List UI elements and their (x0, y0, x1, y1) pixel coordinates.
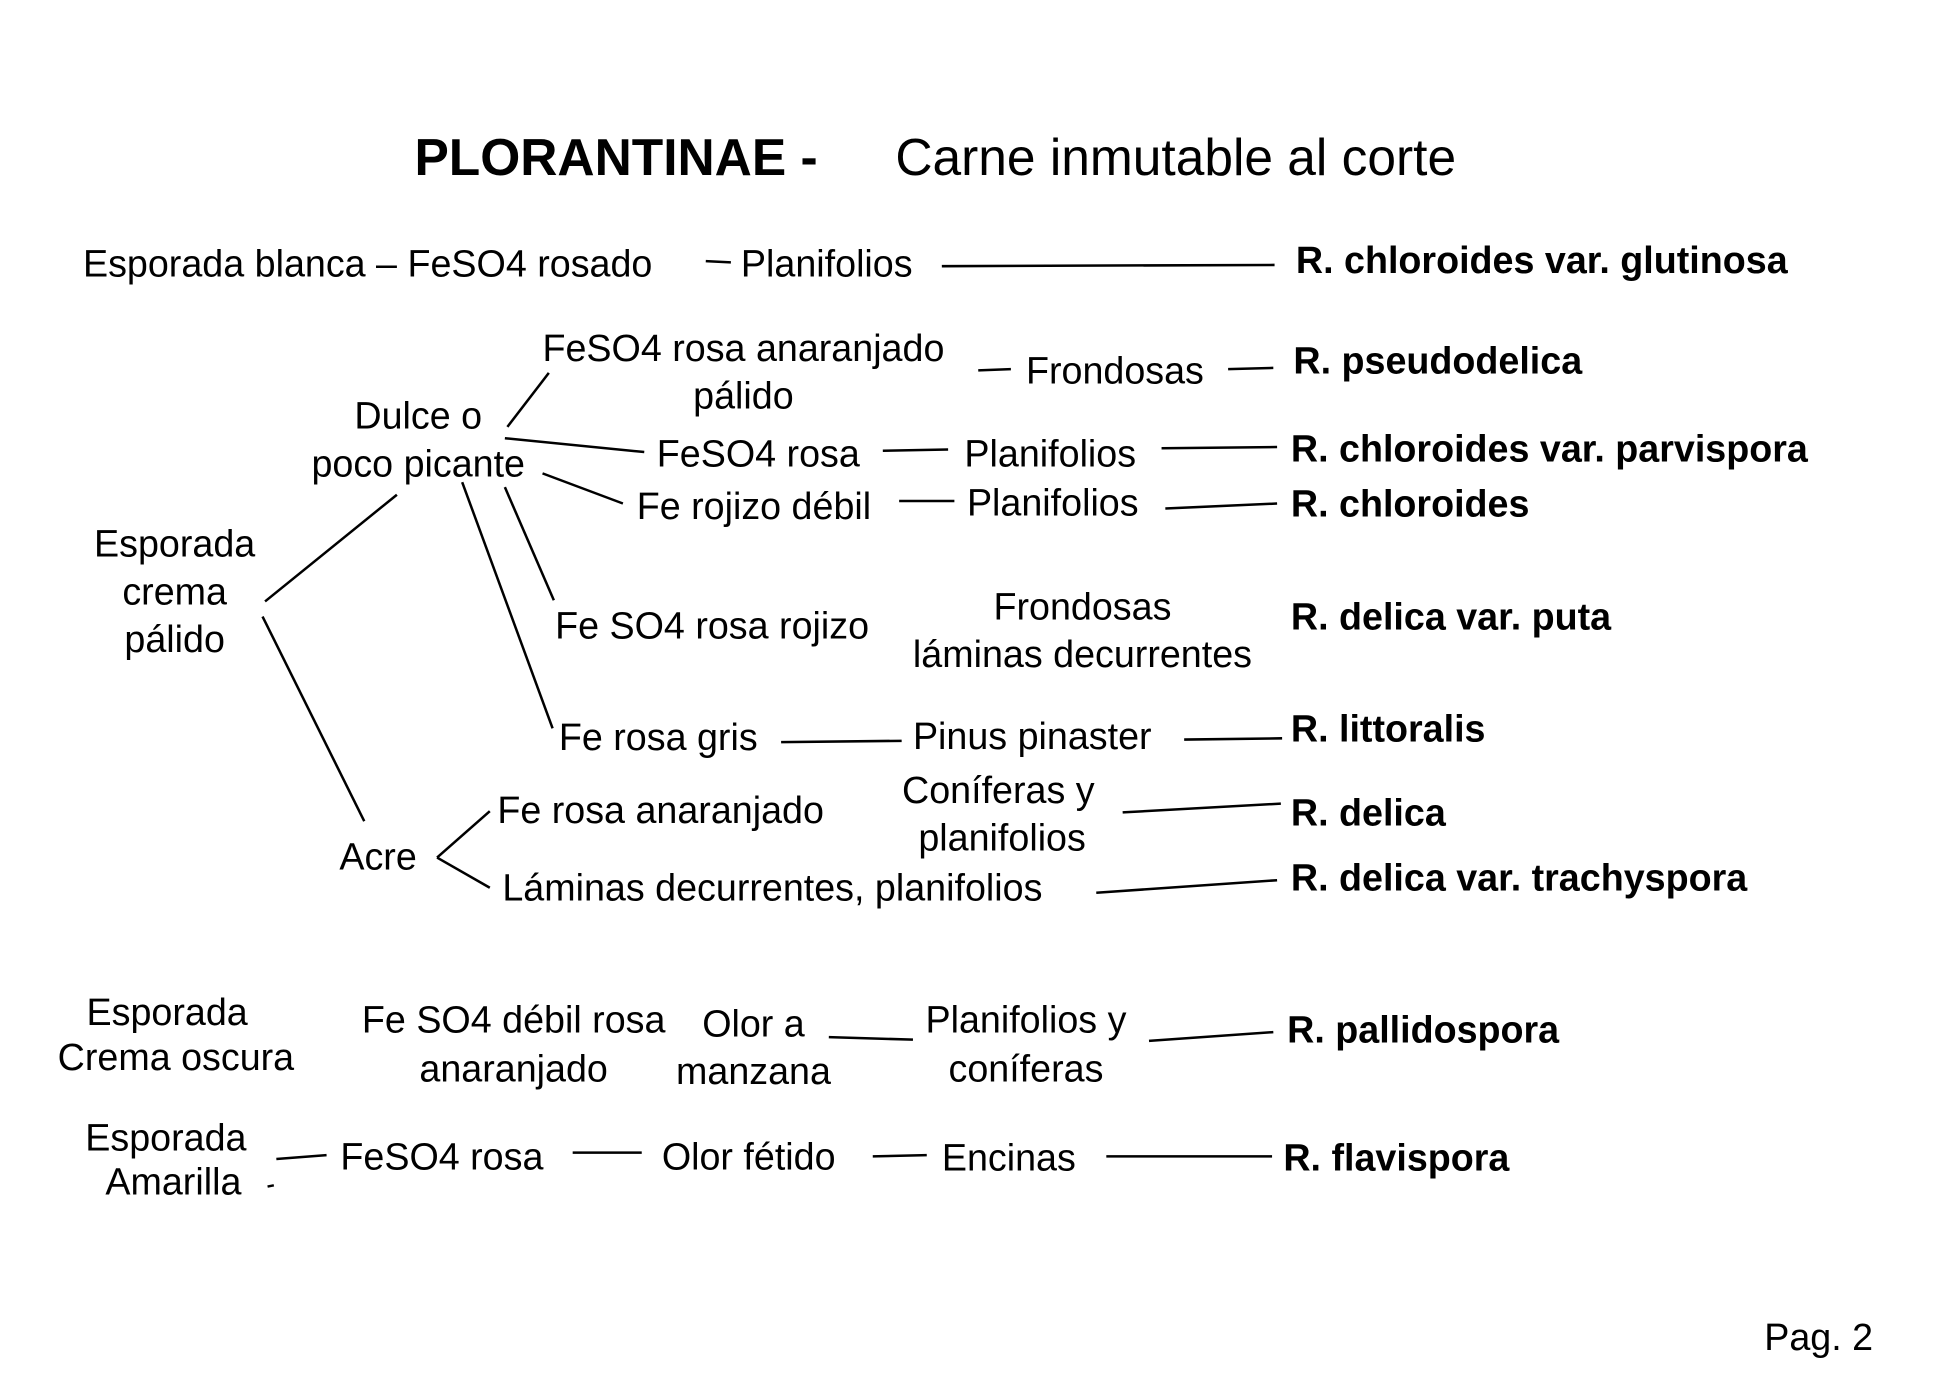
reaction: FeSO4 rosa anaranjado (542, 327, 944, 369)
connector (828, 1035, 913, 1041)
species: R. pallidospora (1287, 1009, 1560, 1051)
spore-label: Esporada (87, 991, 248, 1033)
species: R. littoralis (1291, 707, 1486, 749)
species: R. chloroides (1291, 483, 1530, 525)
connector (705, 259, 731, 264)
habitat: Planifolios (967, 481, 1139, 523)
habitat: Planifolios (964, 432, 1136, 474)
connector (1228, 366, 1274, 371)
connector (1184, 737, 1283, 741)
species: R. pseudodelica (1293, 339, 1583, 381)
species: R. delica var. puta (1291, 596, 1612, 638)
connector (781, 739, 902, 744)
connector (461, 481, 554, 729)
reaction: Fe rosa anaranjado (497, 789, 824, 831)
reaction: Fe rojizo débil (637, 485, 871, 527)
title: PLORANTINAE - Carne inmutable al corte (414, 128, 1456, 186)
connector (978, 367, 1011, 372)
connector (267, 1184, 275, 1188)
connector (261, 615, 366, 822)
connector (264, 493, 398, 603)
connector (436, 810, 491, 859)
taste-dulce: Dulce o (354, 395, 482, 437)
connector (941, 263, 1275, 268)
connector (1122, 802, 1281, 814)
spore-label: crema (122, 570, 227, 612)
title-subtitle: Carne inmutable al corte (895, 128, 1456, 186)
habitat: láminas decurrentes (913, 633, 1252, 675)
spore-label: Esporada (85, 1117, 246, 1159)
reaction: Fe rosa gris (559, 716, 758, 758)
reaction: Fe SO4 débil rosa (362, 999, 666, 1041)
connector (1148, 1030, 1274, 1043)
connector (882, 448, 949, 453)
species: R. delica var. trachyspora (1291, 857, 1748, 899)
smell: Olor a (702, 1002, 805, 1044)
smell: Olor fétido (662, 1135, 836, 1177)
reaction: Fe SO4 rosa rojizo (555, 604, 869, 646)
habitat: Planifolios y (925, 999, 1126, 1041)
habitat: Coníferas y (902, 769, 1095, 811)
reaction: FeSO4 rosa (340, 1135, 543, 1177)
title-bold: PLORANTINAE - (414, 128, 817, 186)
spore-label: Crema oscura (58, 1036, 295, 1078)
reaction: Láminas decurrentes, planifolios (502, 867, 1042, 909)
smell: manzana (676, 1050, 831, 1092)
reaction: FeSO4 rosa (657, 432, 860, 474)
connector (1161, 445, 1278, 450)
connector (503, 486, 555, 601)
connector (504, 436, 645, 454)
spore-blanca: Esporada blanca – FeSO4 rosado (83, 243, 652, 285)
species: R. chloroides var. parvispora (1291, 427, 1809, 469)
species: R. delica (1291, 791, 1447, 833)
taste-dulce: poco picante (311, 442, 525, 484)
connector (1165, 502, 1278, 510)
reaction: pálido (693, 375, 794, 417)
reaction: anaranjado (419, 1048, 607, 1090)
taste-acre: Acre (339, 835, 416, 877)
habitat: Pinus pinaster (913, 715, 1152, 757)
habitat: Planifolios (741, 243, 913, 285)
habitat: planifolios (918, 817, 1085, 859)
connector (506, 372, 550, 428)
spore-label: pálido (124, 618, 225, 660)
habitat: Frondosas (994, 585, 1172, 627)
habitat: Encinas (942, 1137, 1076, 1179)
connector (542, 472, 624, 505)
spore-label: Amarilla (105, 1161, 241, 1203)
connector (872, 1153, 927, 1158)
species: R. chloroides var. glutinosa (1296, 239, 1789, 281)
connector (436, 856, 491, 889)
species: R. flavispora (1283, 1137, 1510, 1179)
connector (1096, 878, 1278, 895)
connector (276, 1153, 327, 1161)
habitat: coníferas (949, 1048, 1104, 1090)
habitat: Frondosas (1026, 349, 1204, 391)
page-number: Pag. 2 (1764, 1316, 1873, 1358)
spore-label: Esporada (94, 523, 255, 565)
